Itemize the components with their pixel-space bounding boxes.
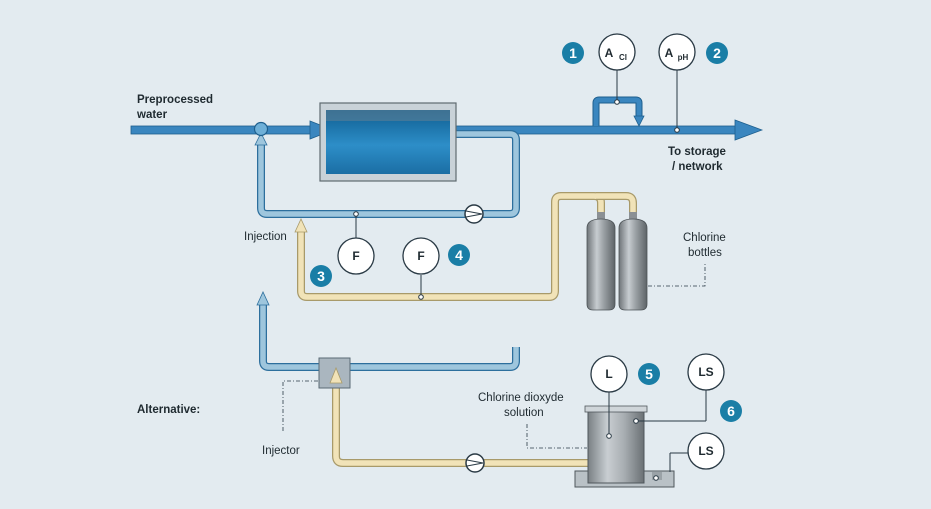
sensor-points [353, 99, 680, 481]
callout-lines [282, 263, 706, 449]
chlorine-bottles-label-1: Chlorine [683, 232, 726, 244]
svg-text:A: A [665, 46, 674, 60]
svg-text:2: 2 [713, 45, 721, 61]
injector-label: Injector [262, 445, 300, 457]
flow-meter-left: F [337, 237, 375, 275]
level-sensor: L [590, 355, 628, 393]
chlorine-bottles [586, 212, 648, 311]
svg-text:A: A [605, 46, 614, 60]
chlorine-dioxyde-label-2: solution [504, 407, 544, 419]
to-storage-label-1: To storage [668, 146, 726, 158]
analyzer-chlorine: A Cl [598, 33, 636, 71]
recirculation-pump [464, 204, 484, 224]
svg-text:1: 1 [569, 45, 577, 61]
svg-text:Cl: Cl [619, 53, 627, 62]
badge-6: 6 [720, 400, 742, 422]
alternative-label: Alternative: [137, 404, 200, 416]
svg-text:3: 3 [317, 268, 325, 284]
svg-text:pH: pH [678, 53, 689, 62]
dioxyde-feed-line [332, 382, 589, 467]
injector-box [318, 357, 351, 389]
badge-2: 2 [706, 42, 728, 64]
to-storage-label-2: / network [672, 161, 723, 173]
flow-meter-right: F [402, 237, 440, 275]
preprocessed-water-label-1: Preprocessed [137, 94, 213, 106]
recirculation-loop [253, 121, 520, 218]
svg-text:LS: LS [698, 444, 713, 458]
preprocessed-water-label-2: water [136, 109, 168, 121]
badge-1: 1 [562, 42, 584, 64]
svg-text:4: 4 [455, 247, 463, 263]
instrument-leaders [355, 70, 707, 472]
dioxyde-container [574, 405, 675, 488]
level-switch-bottom: LS [687, 432, 725, 470]
svg-text:F: F [352, 249, 359, 263]
level-switch-top: LS [687, 353, 725, 391]
badge-3: 3 [310, 265, 332, 287]
svg-text:L: L [605, 367, 612, 381]
badge-4: 4 [448, 244, 470, 266]
analyzer-ph: A pH [658, 33, 696, 71]
chlorine-dioxyde-label-1: Chlorine dioxyde [478, 392, 564, 404]
svg-text:6: 6 [727, 403, 735, 419]
svg-text:5: 5 [645, 366, 653, 382]
dosing-pump [465, 453, 485, 473]
svg-text:LS: LS [698, 365, 713, 379]
analyzer-bypass-loop [592, 96, 645, 127]
alternative-line [256, 291, 520, 371]
badge-5: 5 [638, 363, 660, 385]
svg-text:F: F [417, 249, 424, 263]
injection-label: Injection [244, 231, 287, 243]
chlorine-line [294, 192, 637, 301]
chlorine-bottles-label-2: bottles [688, 247, 722, 259]
treatment-tank [319, 102, 457, 182]
